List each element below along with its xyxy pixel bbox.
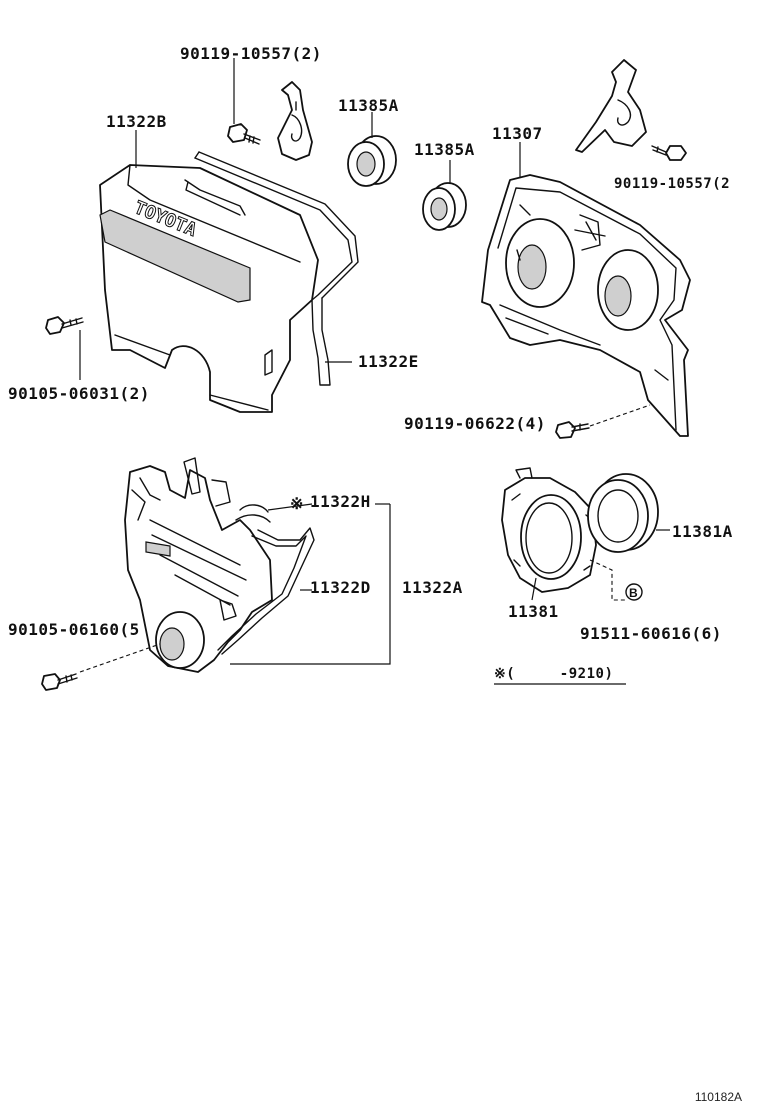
retainer-bolt-indicator [589, 559, 643, 601]
label-retainer-bolt: 91511-60616(6) [580, 624, 722, 643]
ring-seal-icon [347, 135, 397, 187]
lower-cover-gasket [183, 457, 315, 655]
upper-cover-gasket [194, 151, 359, 386]
label-upper-gasket: 11322E [358, 352, 419, 371]
label-upper-cover-bolt: 90105-06031(2) [8, 384, 150, 403]
hex-bolt-icon [651, 145, 687, 161]
label-oil-seal-retainer: 11381 [508, 602, 559, 621]
label-center-gasket: 11322H [310, 492, 371, 511]
ring-seal-icon [587, 473, 659, 553]
hex-bolt-icon [45, 316, 84, 335]
label-plate-bolt: 90119-06622(4) [404, 414, 546, 433]
label-lower-gasket: 11322D [310, 578, 371, 597]
label-oil-seal: 11381A [672, 522, 733, 541]
lower-timing-cover [124, 465, 273, 673]
label-center-gasket-mark: ※ [290, 494, 304, 513]
label-seal-a2: 11385A [414, 140, 475, 159]
retainer-bolt-mark: B [629, 586, 638, 600]
ring-seal-icon [422, 182, 467, 231]
label-bolt-upper-right: 90119-10557(2 [614, 176, 731, 192]
hex-bolt-icon [555, 404, 651, 439]
label-rear-plate: 11307 [492, 124, 543, 143]
leader-lines [79, 58, 670, 685]
label-seal-a1: 11385A [338, 96, 399, 115]
upper-timing-cover: TOYOTA [99, 164, 319, 413]
hex-bolt-icon [41, 643, 161, 691]
label-lower-cover: 11322A [402, 578, 463, 597]
oil-seal-retainer [501, 467, 597, 593]
label-bolt-upper-left: 90119-10557(2) [180, 44, 322, 63]
label-upper-cover: 11322B [106, 112, 167, 131]
engine-hanger-bracket [277, 81, 313, 161]
figure-id: 110182A [694, 1090, 742, 1104]
timing-belt-rear-plate [481, 174, 691, 437]
label-footnote: ※( -9210) [494, 666, 614, 682]
hex-bolt-icon [227, 123, 261, 145]
label-lower-cover-bolt: 90105-06160(5 [8, 620, 140, 639]
engine-hanger-bracket [575, 59, 647, 153]
